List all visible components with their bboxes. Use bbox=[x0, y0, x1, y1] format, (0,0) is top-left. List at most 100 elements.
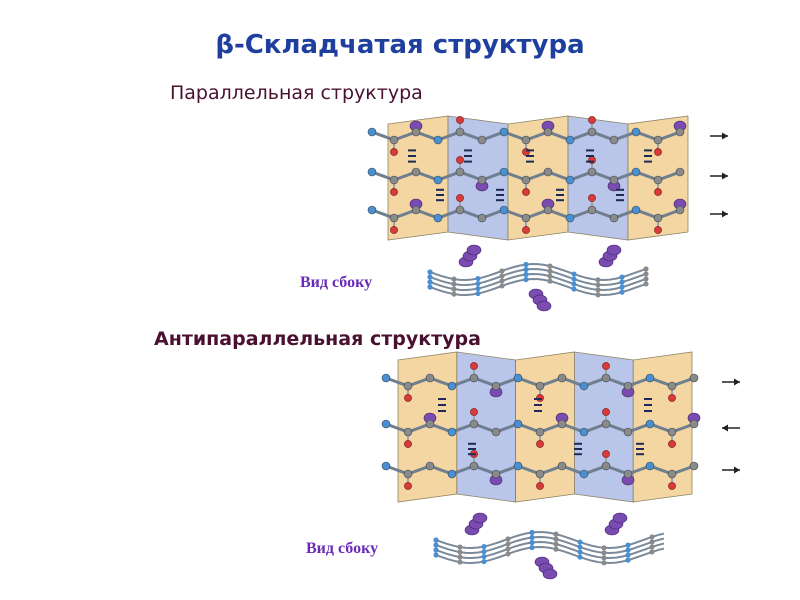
antiparallel-side-view bbox=[433, 512, 665, 580]
oxygen-atom bbox=[390, 148, 398, 156]
side-atom bbox=[427, 269, 433, 275]
carbon-atom bbox=[653, 213, 663, 223]
carbon-atom bbox=[455, 205, 465, 215]
side-chain-atom bbox=[466, 244, 482, 256]
side-atom bbox=[595, 292, 601, 298]
nitrogen-atom bbox=[631, 167, 641, 177]
carbon-atom bbox=[403, 469, 413, 479]
nitrogen-atom bbox=[631, 127, 641, 137]
antiparallel-sheet-atoms bbox=[381, 362, 740, 490]
carbon-atom bbox=[389, 213, 399, 223]
oxygen-atom bbox=[456, 194, 464, 202]
nitrogen-atom bbox=[367, 167, 377, 177]
carbon-atom bbox=[623, 427, 633, 437]
side-atom bbox=[427, 274, 433, 280]
nitrogen-atom bbox=[381, 419, 391, 429]
carbon-atom bbox=[403, 381, 413, 391]
oxygen-atom bbox=[668, 482, 676, 490]
side-atom bbox=[619, 279, 625, 285]
side-atom bbox=[433, 552, 439, 558]
carbon-atom bbox=[601, 373, 611, 383]
side-atom bbox=[505, 536, 511, 542]
nitrogen-atom bbox=[367, 127, 377, 137]
side-chain-atom bbox=[542, 568, 558, 580]
parallel-side-view-caption: Вид сбоку bbox=[300, 274, 373, 291]
carbon-atom bbox=[535, 427, 545, 437]
side-atom bbox=[553, 546, 559, 552]
side-atom bbox=[619, 284, 625, 290]
side-atom bbox=[529, 544, 535, 551]
carbon-atom bbox=[521, 213, 531, 223]
antiparallel-side-view-caption: Вид сбоку bbox=[306, 540, 379, 557]
nitrogen-atom bbox=[645, 373, 655, 383]
side-atom bbox=[433, 537, 439, 543]
side-atom bbox=[643, 281, 649, 287]
arrowhead-icon bbox=[722, 172, 728, 180]
oxygen-atom bbox=[522, 188, 530, 196]
side-chain-atom bbox=[472, 512, 488, 524]
carbon-atom bbox=[491, 381, 501, 391]
carbon-atom bbox=[521, 175, 531, 185]
carbon-atom bbox=[389, 175, 399, 185]
carbon-atom bbox=[689, 461, 699, 471]
carbon-atom bbox=[469, 461, 479, 471]
side-atom bbox=[601, 560, 607, 566]
carbon-atom bbox=[609, 213, 619, 223]
side-atom bbox=[427, 284, 433, 290]
carbon-atom bbox=[689, 419, 699, 429]
nitrogen-atom bbox=[381, 461, 391, 471]
side-atom bbox=[481, 553, 487, 560]
side-atom bbox=[547, 278, 553, 284]
side-atom bbox=[547, 273, 553, 279]
side-chain-atom bbox=[612, 512, 628, 524]
side-atom bbox=[625, 552, 631, 558]
side-atom bbox=[571, 281, 577, 287]
side-atom bbox=[523, 276, 529, 283]
side-atom bbox=[595, 282, 601, 288]
oxygen-atom bbox=[536, 482, 544, 490]
carbon-atom bbox=[653, 135, 663, 145]
nitrogen-atom bbox=[367, 205, 377, 215]
carbon-atom bbox=[587, 167, 597, 177]
nitrogen-atom bbox=[513, 373, 523, 383]
side-atom bbox=[625, 547, 631, 553]
carbon-atom bbox=[675, 205, 685, 215]
carbon-atom bbox=[411, 167, 421, 177]
oxygen-atom bbox=[404, 482, 412, 490]
carbon-atom bbox=[477, 213, 487, 223]
carbon-atom bbox=[535, 381, 545, 391]
nitrogen-atom bbox=[433, 135, 443, 145]
oxygen-atom bbox=[390, 188, 398, 196]
side-atom bbox=[451, 286, 457, 292]
nitrogen-atom bbox=[565, 135, 575, 145]
side-atom bbox=[481, 543, 487, 550]
oxygen-atom bbox=[602, 450, 610, 458]
side-atom bbox=[553, 536, 559, 542]
carbon-atom bbox=[477, 135, 487, 145]
side-atom bbox=[619, 289, 625, 295]
side-atom bbox=[433, 542, 439, 548]
side-atom bbox=[481, 548, 487, 555]
side-atom bbox=[529, 529, 535, 536]
oxygen-atom bbox=[522, 226, 530, 234]
nitrogen-atom bbox=[631, 205, 641, 215]
nitrogen-atom bbox=[499, 167, 509, 177]
oxygen-atom bbox=[470, 408, 478, 416]
oxygen-atom bbox=[654, 226, 662, 234]
oxygen-atom bbox=[456, 116, 464, 124]
side-atom bbox=[457, 549, 463, 555]
oxygen-atom bbox=[602, 408, 610, 416]
parallel-heading: Параллельная структура bbox=[170, 82, 423, 104]
carbon-atom bbox=[623, 469, 633, 479]
side-chain-atom bbox=[606, 244, 622, 256]
nitrogen-atom bbox=[447, 427, 457, 437]
oxygen-atom bbox=[470, 362, 478, 370]
side-atom bbox=[643, 266, 649, 272]
nitrogen-atom bbox=[381, 373, 391, 383]
oxygen-atom bbox=[456, 156, 464, 164]
nitrogen-atom bbox=[579, 469, 589, 479]
slide-title: β-Складчатая структура bbox=[215, 30, 585, 60]
side-atom bbox=[595, 287, 601, 293]
parallel-sheet-atoms bbox=[367, 116, 728, 234]
